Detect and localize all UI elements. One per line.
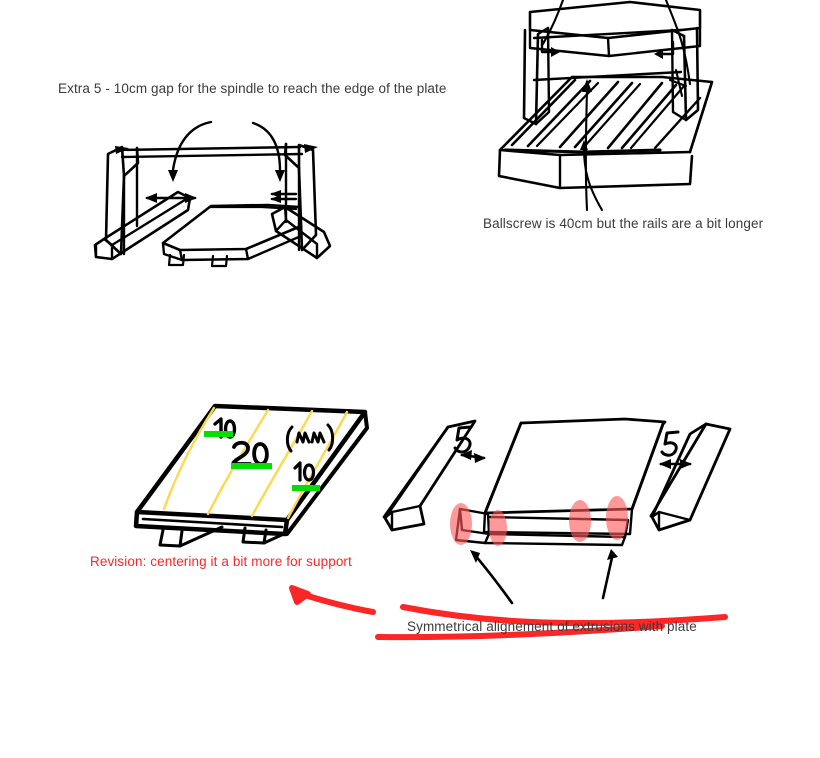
plate-dimensions-sketch xyxy=(133,403,369,548)
gantry-bed-sketch xyxy=(93,120,332,268)
red-stroke xyxy=(400,604,728,627)
extrusion-alignment-sketch xyxy=(289,417,732,641)
note-spindle-gap: Extra 5 - 10cm gap for the spindle to re… xyxy=(58,81,447,96)
note-revision: Revision: centering it a bit more for su… xyxy=(90,554,352,569)
note-symmetry: Symmetrical alignement of extrusions wit… xyxy=(407,619,697,634)
highlight-blob xyxy=(450,503,472,545)
highlight-blob xyxy=(569,500,591,542)
highlight-blob xyxy=(606,496,628,540)
machine-bed-rails-sketch xyxy=(497,0,714,212)
highlight-blob xyxy=(489,510,507,546)
red-stroke xyxy=(375,623,665,641)
note-ballscrew: Ballscrew is 40cm but the rails are a bi… xyxy=(483,216,764,231)
